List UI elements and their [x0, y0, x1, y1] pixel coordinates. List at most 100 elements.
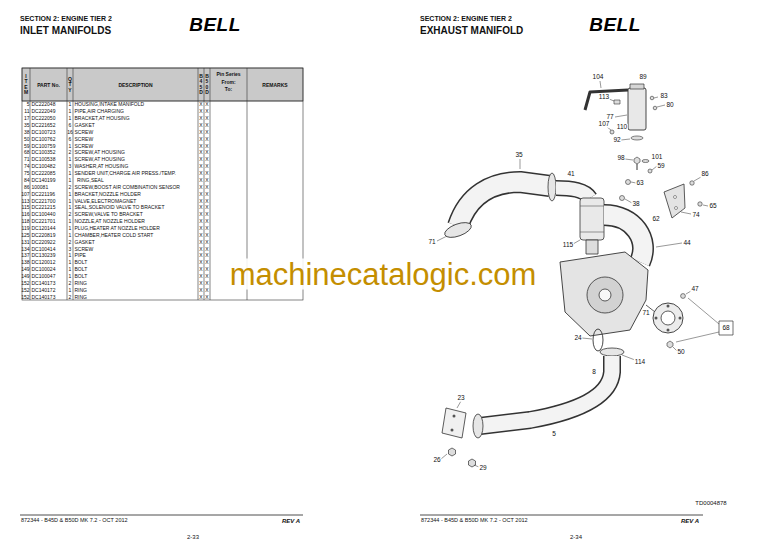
manifold-illustration [556, 188, 590, 198]
table-cell: X [205, 280, 208, 285]
table-cell: DC100414 [32, 246, 56, 251]
table-cell: X [199, 164, 202, 169]
table-cell: X [199, 109, 202, 114]
callout-number: 8 [591, 369, 597, 376]
parts-table-grid [210, 68, 211, 300]
table-cell: 2 [69, 280, 72, 285]
table-cell: X [199, 191, 202, 196]
manifold-illustration [626, 180, 631, 185]
callout-number: 59 [656, 163, 665, 170]
table-cell: 125 [21, 232, 29, 237]
manifold-illustration [560, 252, 648, 336]
manifold-illustration [648, 169, 652, 173]
table-cell: X [199, 294, 202, 299]
table-cell: X [199, 225, 202, 230]
table-header: Pin Series [216, 72, 240, 77]
table-cell: CHAMBER,HEATER COLD START [75, 232, 154, 237]
table-cell: DC130239 [32, 253, 56, 258]
table-cell: X [205, 246, 208, 251]
table-cell: X [199, 157, 202, 162]
manifold-illustration [667, 341, 673, 348]
table-cell: DC140173 [32, 280, 56, 285]
table-cell: 107 [21, 191, 29, 196]
table-cell: 1 [69, 157, 72, 162]
callout-number: 50 [676, 349, 685, 356]
table-header: DESCRIPTION [118, 82, 152, 87]
parts-table-grid [204, 68, 205, 300]
manifold-illustration [690, 181, 694, 185]
manifold-illustration [637, 164, 638, 170]
callout-number: 44 [682, 240, 691, 247]
table-cell: 1 [69, 260, 72, 265]
table-cell: DC140173 [32, 294, 56, 299]
table-cell: 11 [24, 109, 29, 114]
manifold-illustration [620, 196, 625, 201]
leader-line [657, 105, 665, 107]
table-cell: 152 [21, 287, 29, 292]
manifold-illustration [586, 240, 598, 254]
parts-table-grid [22, 68, 303, 101]
table-cell: SCREW [75, 129, 94, 134]
table-cell: 138 [21, 260, 29, 265]
table-cell: X [205, 260, 208, 265]
callout-number: 5 [551, 431, 557, 438]
callout-number: 113 [598, 94, 610, 101]
table-cell: X [199, 287, 202, 292]
table-cell: DC222048 [32, 102, 56, 107]
manifold-illustration [719, 321, 733, 335]
table-cell: 38 [24, 129, 30, 134]
leader-line [621, 139, 630, 140]
callout-number: 86 [700, 171, 709, 178]
table-cell: X [199, 171, 202, 176]
table-cell: X [205, 205, 208, 210]
leader-line [681, 212, 691, 214]
table-cell: DC100762 [32, 136, 56, 141]
leader-line [656, 243, 682, 247]
table-cell: 68 [24, 150, 30, 155]
parts-table-grid [73, 68, 74, 300]
table-cell: X [205, 219, 208, 224]
section-heading: SECTION 2: ENGINE TIER 2 [20, 15, 112, 22]
table-cell: 1 [69, 171, 72, 176]
table-cell: X [199, 102, 202, 107]
manifold-illustration [610, 130, 614, 134]
table-cell: 1 [69, 116, 72, 121]
table-cell: DC100538 [32, 157, 56, 162]
table-cell: 1 [69, 177, 72, 182]
table-cell: 84 [24, 177, 30, 182]
leader-line [441, 454, 447, 459]
table-cell: 119 [22, 225, 30, 230]
table-cell: SCREW,VALVE TO BRACKET [75, 212, 143, 217]
table-cell: 6 [69, 136, 72, 141]
table-cell: DC221196 [32, 191, 56, 196]
footer-rule [420, 515, 703, 516]
table-cell: X [205, 164, 208, 169]
table-cell: BOLT [75, 260, 88, 265]
table-header: PART No. [37, 82, 60, 87]
table-cell: DC222085 [32, 171, 56, 176]
table-cell: DC100024 [32, 267, 56, 272]
callout-number: 114 [634, 359, 646, 366]
table-cell: X [199, 219, 202, 224]
table-cell: DC221215 [32, 205, 56, 210]
table-cell: 35 [24, 123, 30, 128]
leader-line [654, 97, 658, 98]
table-cell: 113 [22, 198, 30, 203]
manifold-illustration [674, 196, 677, 199]
callout-number: 41 [566, 171, 575, 178]
brand-logo: BELL [589, 15, 641, 34]
table-cell: 2 [69, 294, 72, 299]
page-title: EXHAUST MANIFOLD [420, 26, 523, 36]
callout-number: 98 [616, 155, 625, 162]
table-cell: X [205, 191, 208, 196]
table-cell: 1 [69, 191, 72, 196]
table-cell: X [199, 184, 202, 189]
footer-text: 872344 - B45D & B50D MK 7.2 - OCT 2012 [421, 518, 528, 524]
table-cell: BRACKET,NOZZLE HOLDER [75, 191, 141, 196]
table-cell: X [205, 198, 208, 203]
table-cell: SEAL,SOLENOID VALVE TO BRACKET [75, 205, 165, 210]
table-cell: 1 [69, 219, 72, 224]
callout-number: 23 [456, 395, 465, 402]
table-cell: X [199, 150, 202, 155]
